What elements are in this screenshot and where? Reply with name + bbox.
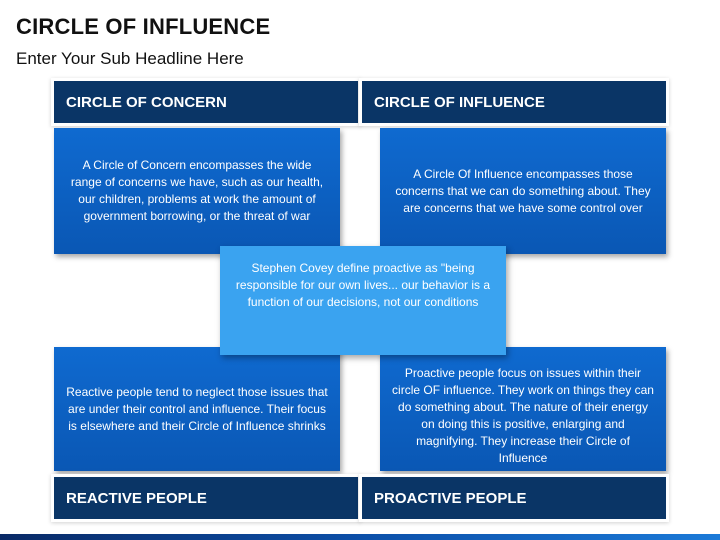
proactive-people-box: Proactive people focus on issues within … bbox=[380, 347, 666, 471]
covey-quote-text: Stephen Covey define proactive as "being… bbox=[235, 261, 491, 309]
header-reactive-people: REACTIVE PEOPLE bbox=[54, 477, 358, 519]
circle-of-concern-text: A Circle of Concern encompasses the wide… bbox=[70, 158, 324, 223]
circle-of-influence-text: A Circle Of Influence encompasses those … bbox=[395, 166, 651, 215]
header-circle-of-concern: CIRCLE OF CONCERN bbox=[54, 81, 358, 123]
reactive-people-text: Reactive people tend to neglect those is… bbox=[66, 384, 328, 433]
circle-of-influence-box: A Circle Of Influence encompasses those … bbox=[380, 128, 666, 254]
bottom-accent-strip bbox=[0, 534, 720, 540]
page-subtitle: Enter Your Sub Headline Here bbox=[16, 49, 244, 68]
proactive-people-text: Proactive people focus on issues within … bbox=[392, 366, 654, 465]
covey-quote-box: Stephen Covey define proactive as "being… bbox=[220, 246, 506, 355]
circle-of-concern-box: A Circle of Concern encompasses the wide… bbox=[54, 128, 340, 254]
header-proactive-people: PROACTIVE PEOPLE bbox=[362, 477, 666, 519]
reactive-people-box: Reactive people tend to neglect those is… bbox=[54, 347, 340, 471]
header-circle-of-influence: CIRCLE OF INFLUENCE bbox=[362, 81, 666, 123]
page-title: CIRCLE OF INFLUENCE bbox=[16, 14, 271, 39]
